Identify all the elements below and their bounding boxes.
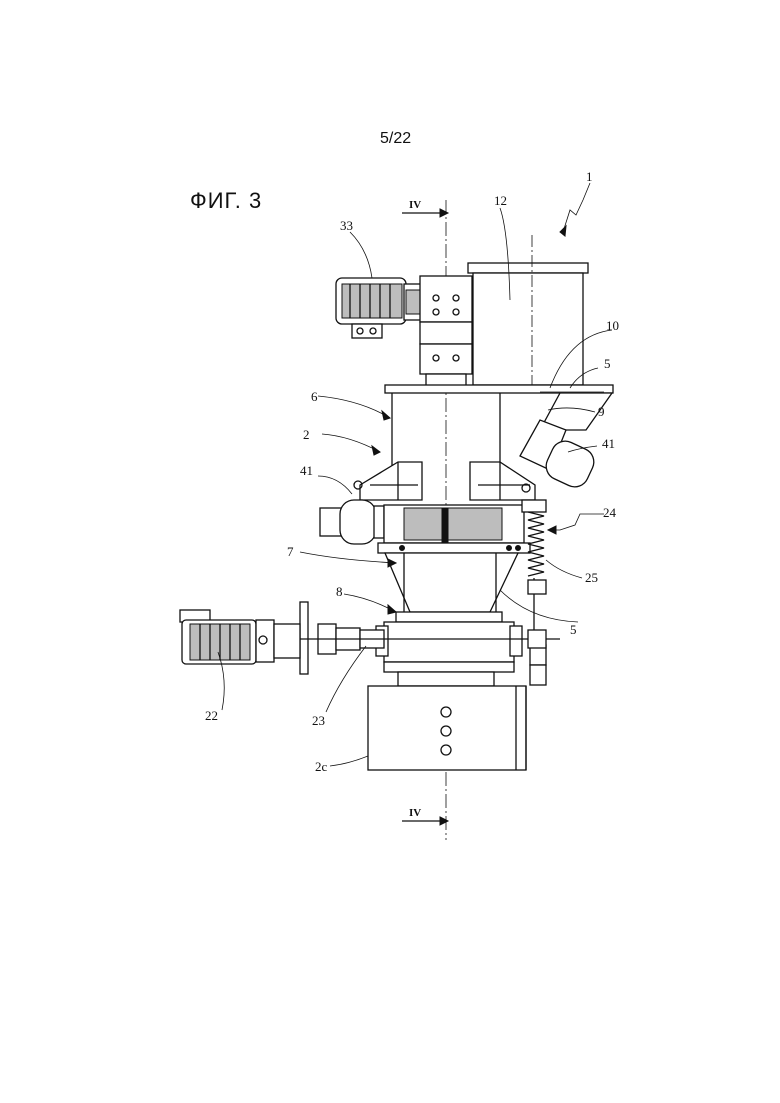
spring-25 [522,500,546,685]
section-arrowhead-top [440,209,448,217]
motor-41-right [520,420,598,492]
ref-label-5-top: 5 [604,356,611,371]
ref-label-10: 10 [606,318,619,333]
gearbox [420,276,472,386]
ref-label-33: 33 [340,218,353,233]
ref-label-12: 12 [494,193,507,208]
inlet-hopper-12 [468,235,588,385]
left-cradle [360,462,422,500]
drive-motor-22 [180,610,300,664]
ref-label-2: 2 [303,427,310,442]
ref-label-9: 9 [598,404,605,419]
ref-label-25: 25 [585,570,598,585]
section-arrowhead-bottom [440,817,448,825]
ref-label-8: 8 [336,584,343,599]
ref-label-7: 7 [287,544,294,559]
rotor-housing-8 [376,612,522,686]
ref-label-5-bottom: 5 [570,622,577,637]
ref-label-41-left: 41 [300,463,313,478]
ref-label-23: 23 [312,713,325,728]
ref-label-6: 6 [311,389,318,404]
section-label-top: IV [409,199,421,211]
base-housing-2c [368,686,526,770]
vibratory-deck [378,505,530,553]
ref-label-2c: 2c [315,759,328,774]
ref-label-22: 22 [205,708,218,723]
cone-7 [385,553,518,612]
ref-label-1: 1 [586,169,593,184]
right-cradle [470,462,535,500]
ref-label-24: 24 [603,505,617,520]
section-label-bottom: IV [409,807,421,819]
ref-label-41-right: 41 [602,436,615,451]
gear-motor-33 [336,278,424,338]
